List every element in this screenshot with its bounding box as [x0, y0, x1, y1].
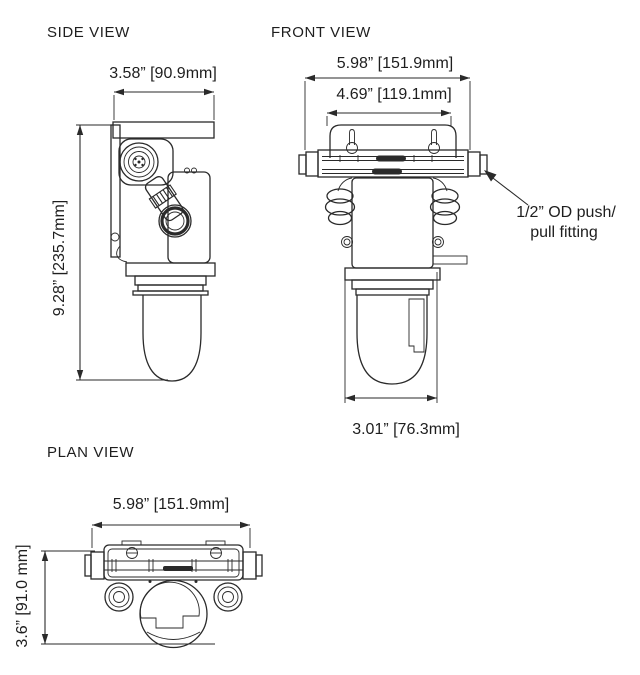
side-view-height-dimension: 9.28” [235.7mm] — [51, 199, 68, 317]
side-view-label: SIDE VIEW — [47, 24, 130, 41]
fitting-callout-arrow — [484, 170, 529, 206]
side-view-drawing — [76, 88, 216, 382]
fitting-callout-line1: 1/2” OD push/ — [516, 204, 616, 221]
plan-view-depth-dimension: 3.6” [91.0 mm] — [14, 544, 31, 648]
plan-view-width-dimension: 5.98” [151.9mm] — [112, 496, 230, 513]
front-view-drawing — [298, 74, 488, 403]
plan-view-drawing — [41, 521, 263, 649]
plan-view-label: PLAN VIEW — [47, 444, 135, 461]
front-view-label: FRONT VIEW — [271, 24, 371, 41]
fitting-callout-line2: pull fitting — [530, 224, 598, 241]
front-view-bowl-width-dimension: 3.01” [76.3mm] — [352, 421, 460, 438]
front-view-width-dimension: 5.98” [151.9mm] — [336, 55, 454, 72]
front-view-bracket-width-dimension: 4.69” [119.1mm] — [336, 86, 452, 103]
side-view-width-dimension: 3.58” [90.9mm] — [109, 65, 217, 82]
